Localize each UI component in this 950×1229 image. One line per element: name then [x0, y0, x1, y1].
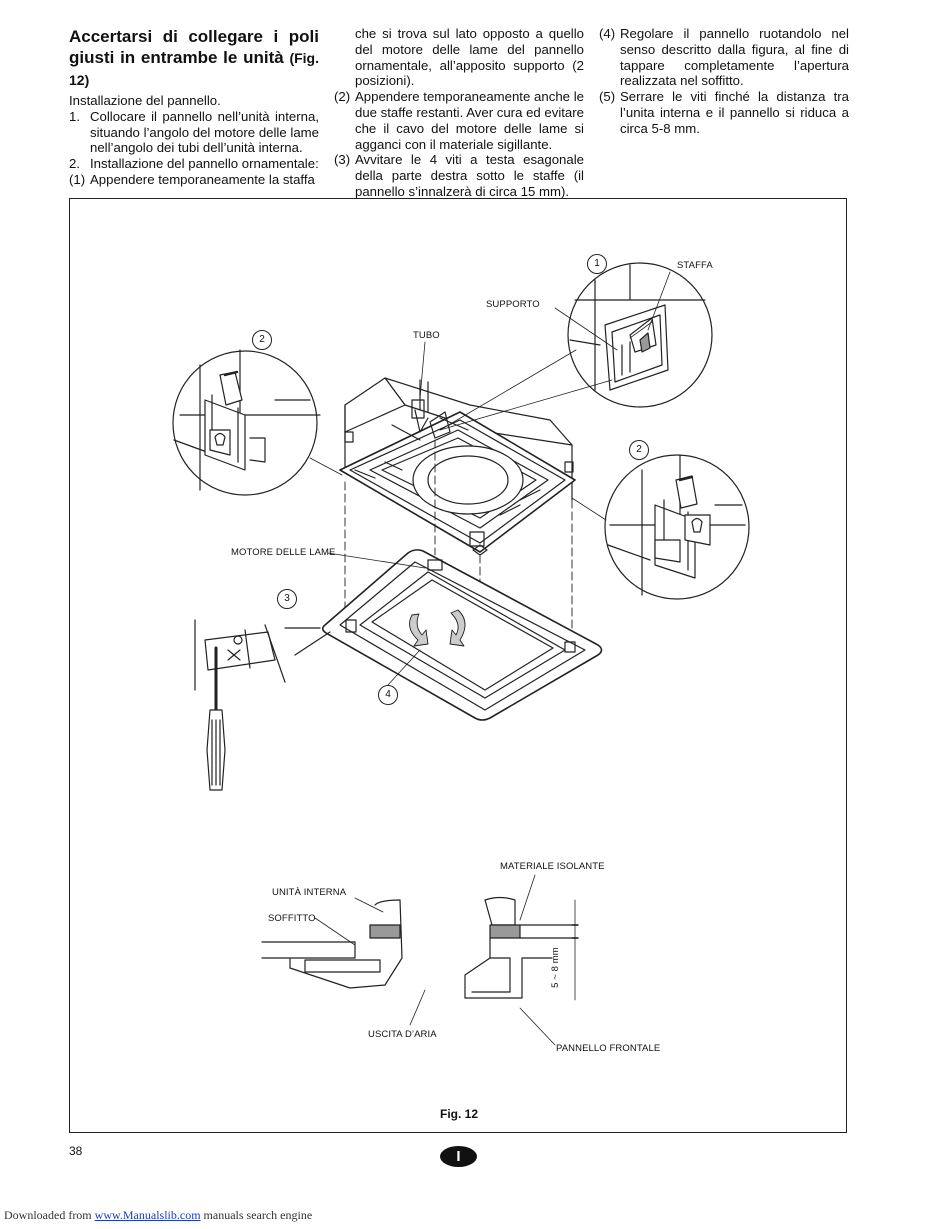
cross-section-left [261, 897, 426, 1026]
item-number: (2) [334, 89, 351, 105]
callout-1: 1 [587, 254, 607, 274]
label-uscita-aria: USCITA D’ARIA [368, 1029, 437, 1040]
list-item: (5) Serrare le viti finché la distanza t… [599, 89, 849, 136]
item-text: Serrare le viti finché la distanza tra l… [620, 89, 849, 136]
callout-4: 4 [378, 685, 398, 705]
text-column-1: Accertarsi di collegare i poli giusti in… [69, 26, 319, 188]
figure-caption: Fig. 12 [439, 1107, 478, 1121]
figure-reference: (Fig. 12) [69, 50, 319, 88]
list-item: 1. Collocare il pannello nell’unità inte… [69, 109, 319, 156]
label-supporto: SUPPORTO [486, 299, 540, 310]
label-tubo: TUBO [413, 330, 440, 341]
text-column-3: (4) Regolare il pannello ruotandolo nel … [599, 26, 849, 137]
item-text: Regolare il pannello ruotandolo nel sens… [620, 26, 849, 89]
item-number: (5) [599, 89, 616, 105]
list-item: (1) Appendere temporaneamente la staffa [69, 172, 319, 188]
label-staffa: STAFFA [677, 260, 713, 271]
item-text: Appendere temporaneamente la staffa [90, 171, 315, 187]
list-item: (3) Avvitare le 4 viti a testa esagonale… [334, 152, 584, 199]
footer-prefix: Downloaded from [4, 1208, 92, 1222]
figure-frame [69, 198, 847, 1133]
label-pannello-frontale: PANNELLO FRONTALE [556, 1043, 661, 1054]
section-heading: Accertarsi di collegare i poli giusti in… [69, 27, 319, 88]
callout-2-right: 2 [629, 440, 649, 460]
label-unita-interna: UNITÀ INTERNA [272, 887, 347, 898]
detail-circle-2-left [172, 349, 321, 496]
screwdriver-detail [194, 619, 331, 791]
callout-3: 3 [277, 589, 297, 609]
item-number: 2. [69, 156, 80, 172]
ornamental-panel-drawing [321, 549, 603, 721]
label-dimension: 5 ~ 8 mm [549, 947, 561, 988]
label-motore-lame: MOTORE DELLE LAME [231, 547, 336, 558]
item-continuation: che si trova sul lato opposto a quello d… [355, 26, 584, 89]
callout-2-left: 2 [252, 330, 272, 350]
detail-circle-2-right [604, 454, 750, 600]
cross-section-right [464, 874, 579, 1046]
text-column-2: che si trova sul lato opposto a quello d… [334, 26, 584, 200]
footer-suffix: manuals search engine [203, 1208, 313, 1222]
list-item: 2. Installazione del pannello ornamental… [69, 156, 319, 172]
label-materiale-isolante: MATERIALE ISOLANTE [500, 861, 605, 872]
manualslib-link[interactable]: www.Manualslib.com [94, 1208, 201, 1222]
item-number: 1. [69, 108, 80, 124]
item-text: Installazione del pannello ornamentale: [90, 156, 319, 172]
item-number: (1) [69, 171, 86, 187]
item-text: Avvitare le 4 viti a testa esagonale del… [355, 152, 584, 199]
indoor-unit-drawing [339, 377, 576, 556]
language-badge: I [440, 1146, 477, 1167]
list-item: (2) Appendere temporaneamente anche le d… [334, 89, 584, 152]
detail-circle-1 [567, 262, 713, 408]
list-item: (4) Regolare il pannello ruotandolo nel … [599, 26, 849, 89]
item-text: Collocare il pannello nell’unità interna… [90, 108, 319, 156]
intro-text: Installazione del pannello. [69, 93, 221, 108]
item-text: Appendere temporaneamente anche le due s… [355, 89, 584, 152]
page-number: 38 [69, 1144, 83, 1158]
download-footer: Downloaded from www.Manualslib.com manua… [4, 1208, 312, 1223]
item-number: (3) [334, 152, 351, 168]
item-number: (4) [599, 26, 616, 41]
label-soffitto: SOFFITTO [268, 913, 316, 924]
